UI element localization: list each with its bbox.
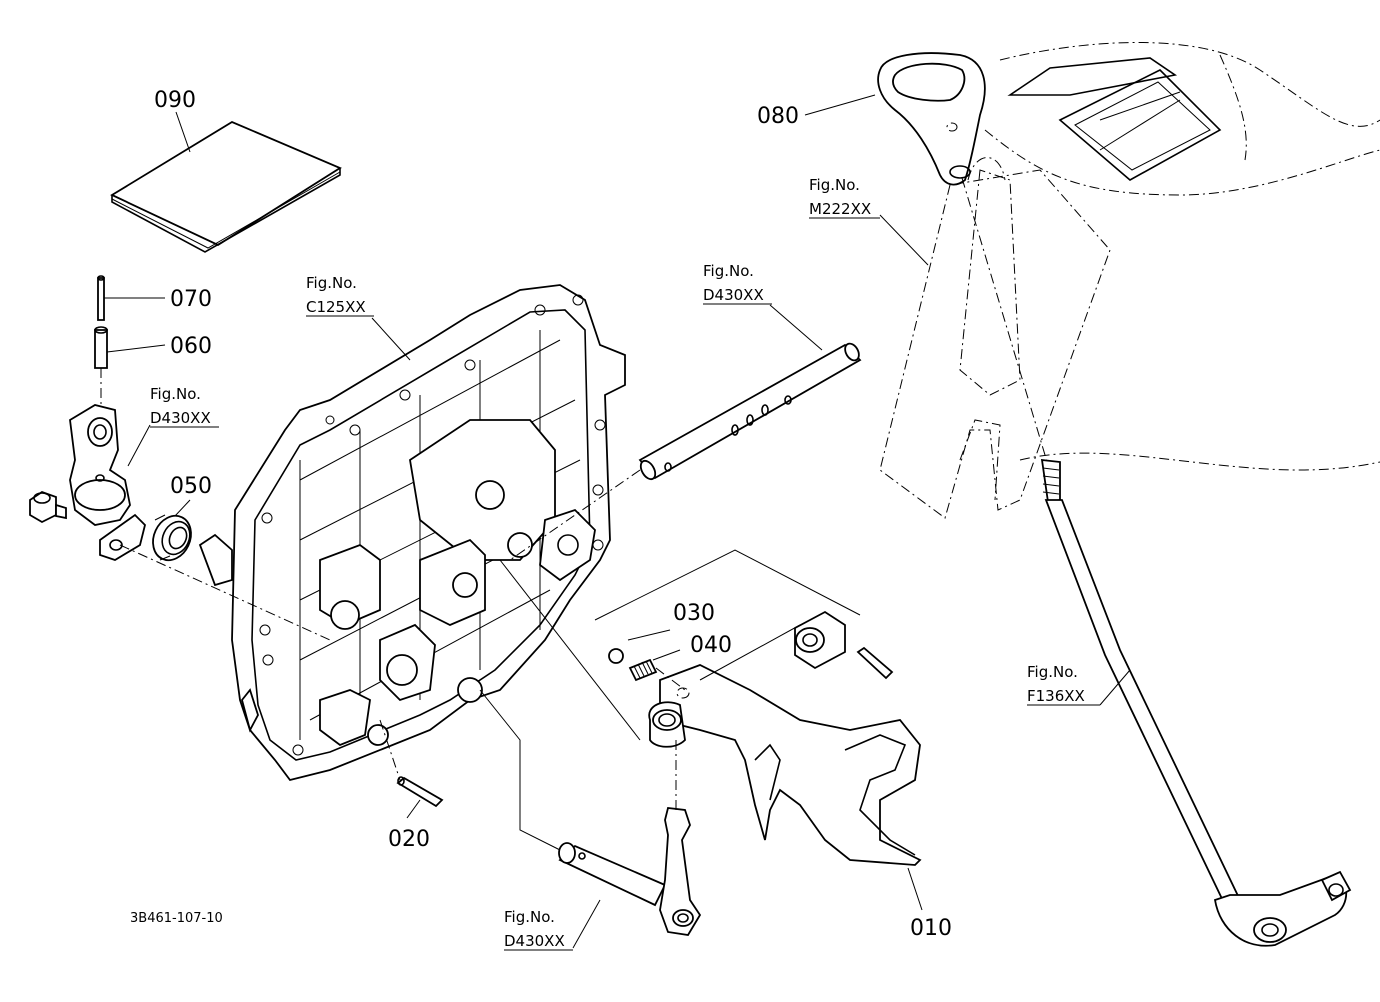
ref-f136-code: F136XX [1027,687,1085,705]
shift-knob-080 [877,52,986,186]
label-070: 070 [170,287,212,312]
ref-d430-left-code: D430XX [150,409,211,427]
ref-d430-upper-label: Fig.No. [703,262,754,280]
seat-fender-outline [984,42,1380,471]
label-010: 010 [910,916,952,941]
label-030: 030 [673,601,715,626]
lever-guide-plate [879,157,1111,519]
ref-d430-lower-code: D430XX [504,932,565,950]
ref-d430-upper-code: D430XX [703,286,764,304]
label-040: 040 [690,633,732,658]
leader-lines [104,94,1131,949]
label-090: 090 [154,88,196,113]
lower-shift-arm [479,559,702,936]
label-020: 020 [388,827,430,852]
ref-f136-label: Fig.No. [1027,663,1078,681]
shift-fork-010 [648,664,922,866]
label-050: 050 [170,474,212,499]
ref-m222-code: M222XX [809,200,871,218]
manual-sheet-090 [110,120,342,253]
detent-spring-040 [628,658,686,691]
transmission-cover [198,284,626,782]
ref-d430-left-label: Fig.No. [150,385,201,403]
label-080: 080 [757,104,799,129]
fork-collar [594,549,894,681]
left-arm-assembly [29,275,331,641]
figure-references: Fig.No. C125XX Fig.No. D430XX Fig.No. D4… [150,176,1100,951]
drawing-code: 3B461-107-10 [130,911,223,926]
ref-c125-code: C125XX [306,298,366,316]
part-labels: 090 070 060 050 080 030 040 020 010 [154,88,952,941]
label-060: 060 [170,334,212,359]
ref-m222-label: Fig.No. [809,176,860,194]
ref-c125-label: Fig.No. [306,274,357,292]
shift-lever-rod [961,177,1352,947]
detent-ball-030 [608,648,624,664]
spring-pin-020 [379,719,444,808]
shift-shaft-upper [509,342,862,561]
ref-d430-lower-label: Fig.No. [504,908,555,926]
